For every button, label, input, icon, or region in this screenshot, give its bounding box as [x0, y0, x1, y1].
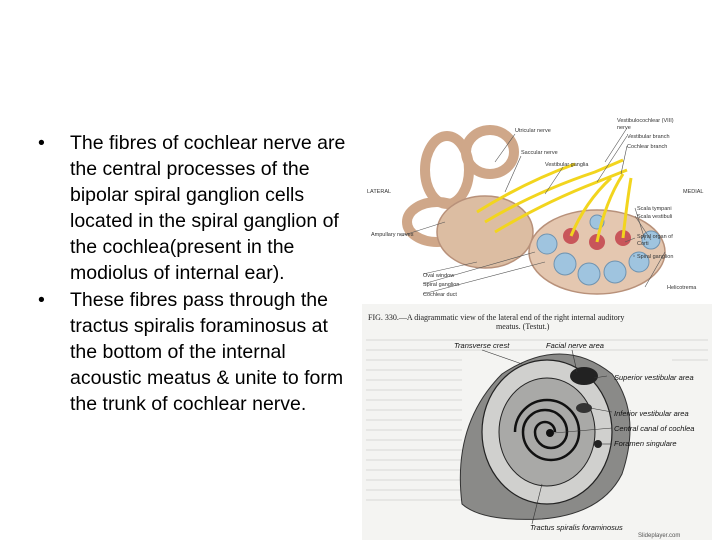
bullet-dot: • — [38, 289, 45, 311]
label-lateral: LATERAL — [367, 189, 391, 195]
label-saccular-nerve: Saccular nerve — [521, 150, 558, 156]
label-central-canal: Central canal of cochlea — [614, 424, 694, 433]
bullet-dot: • — [38, 132, 45, 154]
bullet-item: • The fibres of cochlear nerve are the c… — [28, 130, 360, 286]
label-vestibulocochlear-2: nerve — [617, 125, 631, 131]
label-spiral-organ-1: Spiral organ of — [637, 234, 673, 240]
bottom-leader-lines — [481, 349, 613, 525]
label-inferior-vestibular-area: Inferior vestibular area — [614, 409, 689, 418]
bullet-text: These fibres pass through the tractus sp… — [70, 289, 344, 415]
vestibule — [436, 195, 534, 269]
cochlea — [528, 209, 666, 295]
label-scala-vestibuli: Scala vestibuli — [637, 214, 672, 220]
label-tractus-spiralis: Tractus spiralis foraminosus — [530, 523, 623, 532]
label-spiral-ganglion-right: Spiral ganglion — [637, 254, 673, 260]
bullet-item: • These fibres pass through the tractus … — [28, 287, 360, 417]
bullet-text: The fibres of cochlear nerve are the cen… — [70, 132, 346, 284]
label-cochlear-branch: Cochlear branch — [627, 144, 667, 150]
label-utricular-nerve: Utricular nerve — [515, 128, 551, 134]
label-cochlear-duct: Cochlear duct — [423, 292, 457, 298]
label-transverse-crest: Transverse crest — [454, 341, 510, 350]
figure-caption-line-2: meatus. (Testut.) — [496, 322, 550, 331]
label-vestibular-branch: Vestibular branch — [627, 134, 670, 140]
scan-text-lines — [366, 339, 708, 501]
label-spiral-organ-2: Corti — [637, 241, 649, 247]
label-foramen-singulare: Foramen singulare — [614, 439, 677, 448]
nerve-fibres — [476, 158, 633, 243]
label-oval-window: Oval window — [423, 273, 454, 279]
label-ampullary-nerves: Ampullary nerves — [371, 232, 414, 238]
label-facial-nerve-area: Facial nerve area — [546, 341, 604, 350]
label-medial: MEDIAL — [683, 189, 703, 195]
label-helicotrema: Helicotrema — [667, 285, 697, 291]
leader-lines — [400, 127, 666, 295]
figure-background — [365, 112, 715, 310]
meatus-drawing — [459, 353, 631, 520]
watermark: Slideplayer.com — [638, 533, 680, 539]
internal-meatus-diagram: FIG. 330.—A diagrammatic view of the lat… — [362, 304, 712, 540]
bullet-list: • The fibres of cochlear nerve are the c… — [28, 130, 360, 418]
label-vestibulocochlear-1: Vestibulocochlear (VIII) — [617, 118, 674, 124]
label-scala-tympani: Scala tympani — [637, 206, 672, 212]
label-superior-vestibular-area: Superior vestibular area — [614, 373, 694, 382]
inner-ear-illustration: Utricular nerve Saccular nerve Vestibula… — [365, 112, 715, 310]
figure-caption-line-1: FIG. 330.—A diagrammatic view of the lat… — [368, 313, 624, 322]
label-spiral-ganglion-left: Spiral ganglion — [423, 282, 459, 288]
label-vestibular-ganglia: Vestibular ganglia — [545, 162, 589, 168]
